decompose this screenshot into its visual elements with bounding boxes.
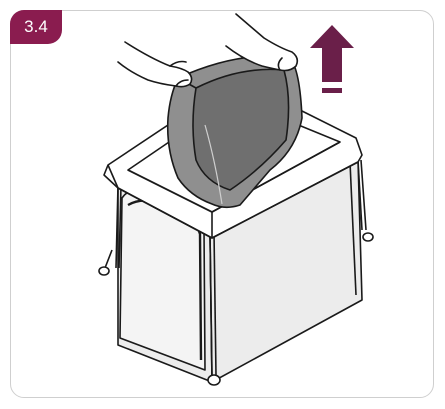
step-number: 3.4 [24, 17, 48, 36]
up-arrow-icon [310, 25, 354, 93]
mattress-icon [166, 55, 303, 209]
step-badge: 3.4 [10, 10, 62, 44]
hands-icon [117, 13, 299, 88]
